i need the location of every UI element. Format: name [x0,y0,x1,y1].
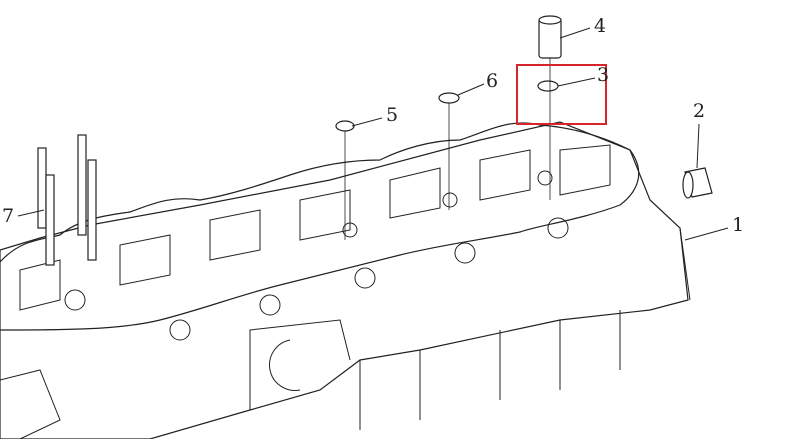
part-2-plug [682,167,713,199]
callout-3: 3 [597,64,610,86]
leader-lines [17,27,729,241]
head-details [0,144,691,439]
callout-7: 7 [2,205,15,227]
callout-1: 1 [732,214,745,236]
part-6-seal [438,92,460,104]
part-4-injector-sleeve [538,15,562,200]
callout-5: 5 [386,104,399,126]
head-top-gasket [0,122,640,331]
cylinder-head-body [0,121,689,439]
studs [37,134,97,266]
part-5-seal [335,120,355,132]
highlight-box-part-3 [516,64,607,125]
callout-6: 6 [486,70,499,92]
callout-4: 4 [594,15,607,37]
callout-2: 2 [693,100,706,122]
